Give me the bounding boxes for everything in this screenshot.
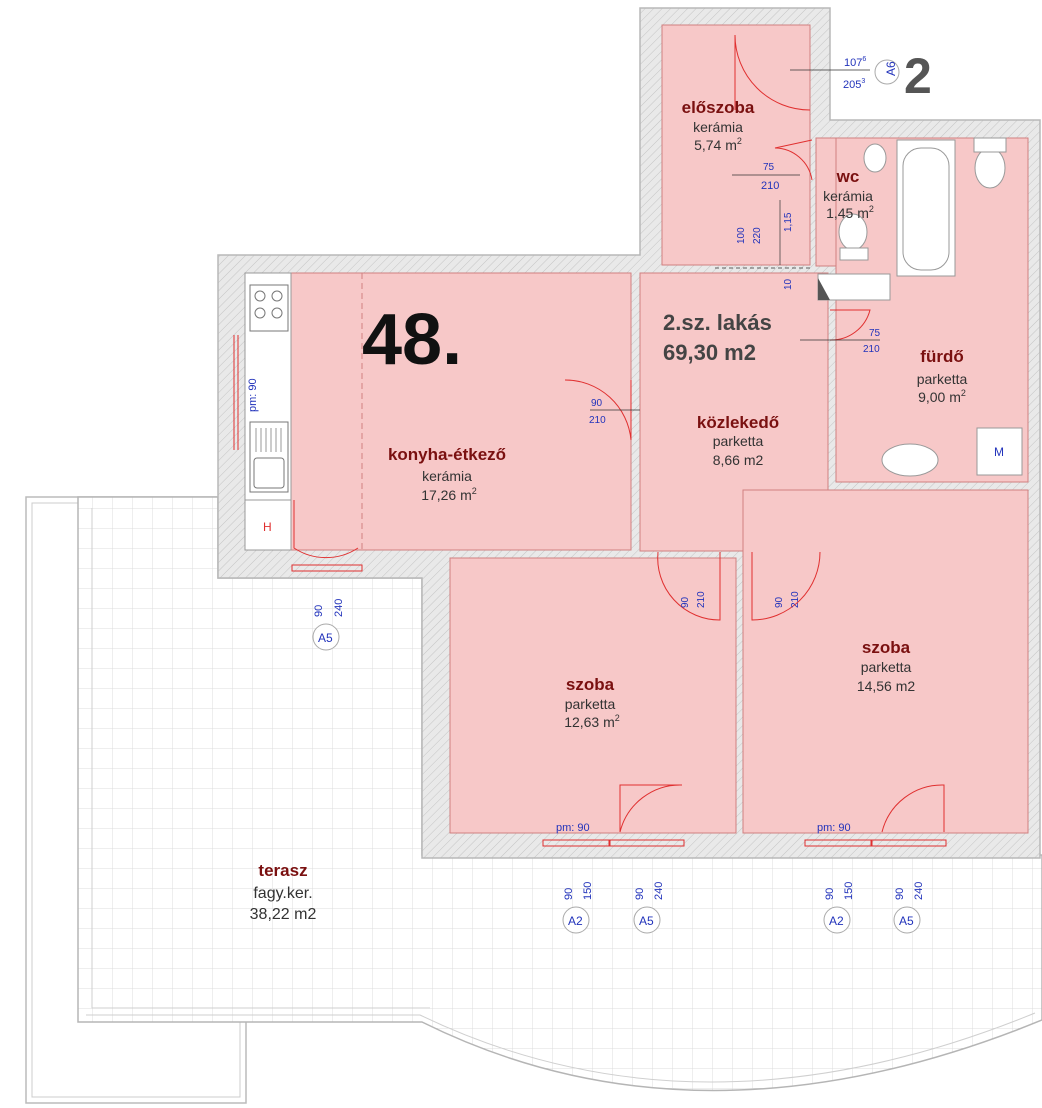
kitchen-door-width: 90 — [591, 398, 603, 409]
room-kozlekedo-floor: parketta — [713, 433, 764, 449]
bdoor-left-width: 90 — [634, 888, 646, 900]
win-right-height: 150 — [843, 882, 855, 900]
room-wc-floor: kerámia — [823, 188, 873, 204]
bdoor-right-width: 90 — [894, 888, 906, 900]
room-konyha-name: konyha-étkező — [388, 445, 506, 464]
hall-dim-100: 100 — [736, 227, 747, 244]
win-right-width: 90 — [824, 888, 836, 900]
bdoor-left-tag: A5 — [639, 914, 654, 928]
fixture-m-label: M — [994, 445, 1004, 459]
room-szoba-right-floor: parketta — [861, 659, 912, 675]
room-terasz-floor: fagy.ker. — [253, 885, 312, 902]
room-furdo-name: fürdő — [920, 347, 963, 366]
wc-door-width: 75 — [763, 162, 775, 173]
room-furdo-floor: parketta — [917, 371, 968, 387]
room-szoba-left-area: 12,63 m2 — [564, 713, 620, 730]
wc-door-height: 210 — [761, 180, 779, 192]
room-eloszoba-name: előszoba — [682, 98, 755, 117]
win-right-tag: A2 — [829, 914, 844, 928]
room-wc-area: 1,45 m2 — [826, 204, 874, 221]
room-terasz-area: 38,22 m2 — [250, 906, 317, 923]
room-left-door-height: 210 — [696, 591, 707, 608]
room-eloszoba-floor: kerámia — [693, 119, 743, 135]
room-szoba-right-area: 14,56 m2 — [857, 678, 916, 694]
room-eloszoba-area: 5,74 m2 — [694, 136, 742, 153]
win-left-width: 90 — [563, 888, 575, 900]
bath-door-height: 210 — [863, 344, 880, 355]
dim-lines — [590, 69, 880, 411]
room-terasz-name: terasz — [258, 861, 307, 880]
room-right-door-height: 210 — [790, 591, 801, 608]
room-wc-name: wc — [836, 167, 860, 186]
hall-dim-10: 10 — [783, 278, 794, 290]
room-szoba-left-floor: parketta — [565, 696, 616, 712]
room-kozlekedo-area: 8,66 m2 — [713, 452, 764, 468]
room-kozlekedo-name: közlekedő — [697, 413, 779, 432]
pm-kitchen-label: pm: 90 — [247, 378, 259, 412]
flat-number: 48. — [362, 300, 462, 380]
bath-fixtures — [817, 137, 1023, 477]
win-left-height: 150 — [582, 882, 594, 900]
building-mark: 2 — [904, 48, 932, 104]
bath-door-width: 75 — [869, 328, 881, 339]
terrace-door-tag: A5 — [318, 631, 333, 645]
room-szoba-left-name: szoba — [566, 675, 615, 694]
bdoor-left-height: 240 — [653, 882, 665, 900]
pm-room-right-label: pm: 90 — [817, 822, 851, 834]
kitchen-door-height: 210 — [589, 415, 606, 426]
room-furdo-area: 9,00 m2 — [918, 388, 966, 405]
pm-room-left-label: pm: 90 — [556, 822, 590, 834]
terrace-door-width: 90 — [313, 605, 325, 617]
bdoor-right-tag: A5 — [899, 914, 914, 928]
apartment-title: 2.sz. lakás — [663, 310, 772, 335]
hall-dim-115: 1,15 — [783, 212, 794, 232]
room-konyha-floor: kerámia — [422, 468, 472, 484]
room-szoba-right-name: szoba — [862, 638, 911, 657]
tag-circles — [312, 59, 921, 934]
terrace-door-height: 240 — [333, 599, 345, 617]
a6-bottom-dim: 2053 — [843, 78, 865, 91]
kitchen-fixtures — [233, 272, 363, 551]
room-fills — [244, 24, 1029, 834]
bdoor-right-height: 240 — [913, 882, 925, 900]
win-left-tag: A2 — [568, 914, 583, 928]
room-right-door-width: 90 — [774, 596, 785, 608]
doors — [291, 34, 947, 847]
hall-dim-220: 220 — [752, 227, 763, 244]
room-konyha-area: 17,26 m2 — [421, 486, 477, 503]
apartment-area: 69,30 m2 — [663, 340, 756, 365]
a6-top-dim: 1076 — [844, 56, 866, 69]
a6-tag: A6 — [884, 61, 898, 76]
fixture-h-label: H — [263, 520, 272, 534]
room-left-door-width: 90 — [680, 596, 691, 608]
